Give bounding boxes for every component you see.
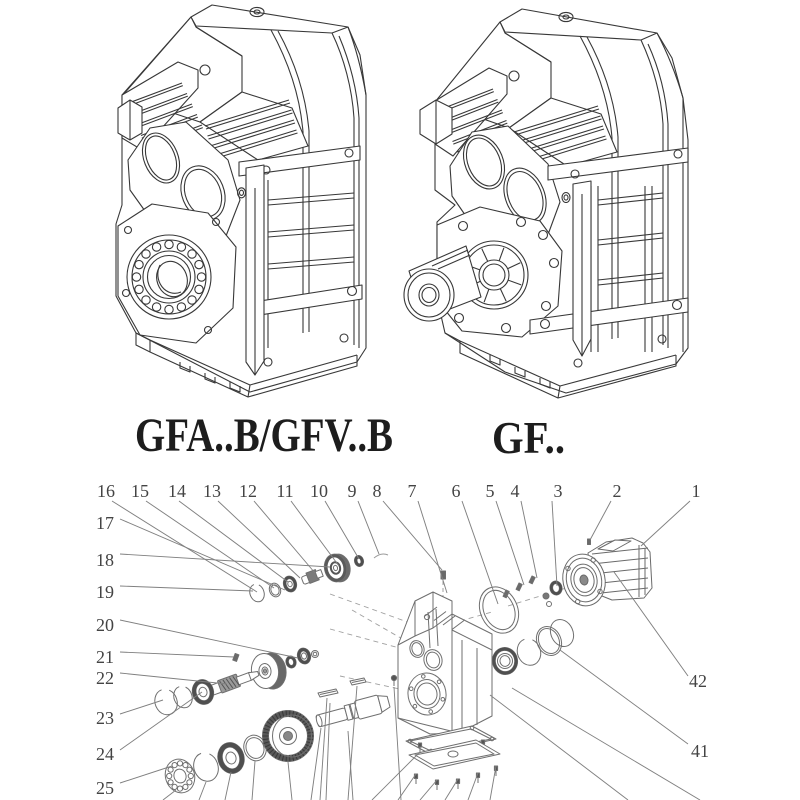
svg-text:11: 11 — [276, 481, 293, 501]
svg-text:12: 12 — [239, 481, 257, 501]
svg-text:GFA..B/GFV..B: GFA..B/GFV..B — [135, 409, 393, 462]
svg-text:17: 17 — [96, 513, 114, 533]
svg-text:10: 10 — [310, 481, 328, 501]
svg-text:16: 16 — [97, 481, 115, 501]
svg-text:GF..: GF.. — [492, 413, 565, 463]
svg-text:15: 15 — [131, 481, 149, 501]
svg-text:21: 21 — [96, 647, 114, 667]
svg-text:19: 19 — [96, 582, 114, 602]
svg-text:22: 22 — [96, 668, 114, 688]
svg-text:4: 4 — [511, 481, 520, 501]
svg-text:7: 7 — [408, 481, 417, 501]
svg-text:20: 20 — [96, 615, 114, 635]
svg-text:25: 25 — [96, 778, 114, 798]
svg-text:6: 6 — [452, 481, 461, 501]
svg-text:24: 24 — [96, 744, 114, 764]
svg-text:18: 18 — [96, 550, 114, 570]
svg-text:9: 9 — [348, 481, 357, 501]
svg-text:8: 8 — [373, 481, 382, 501]
svg-text:3: 3 — [554, 481, 563, 501]
svg-text:42: 42 — [689, 671, 707, 691]
svg-text:41: 41 — [691, 741, 709, 761]
svg-text:1: 1 — [692, 481, 701, 501]
svg-text:13: 13 — [203, 481, 221, 501]
svg-text:23: 23 — [96, 708, 114, 728]
svg-text:14: 14 — [168, 481, 186, 501]
svg-text:5: 5 — [486, 481, 495, 501]
svg-text:2: 2 — [613, 481, 622, 501]
